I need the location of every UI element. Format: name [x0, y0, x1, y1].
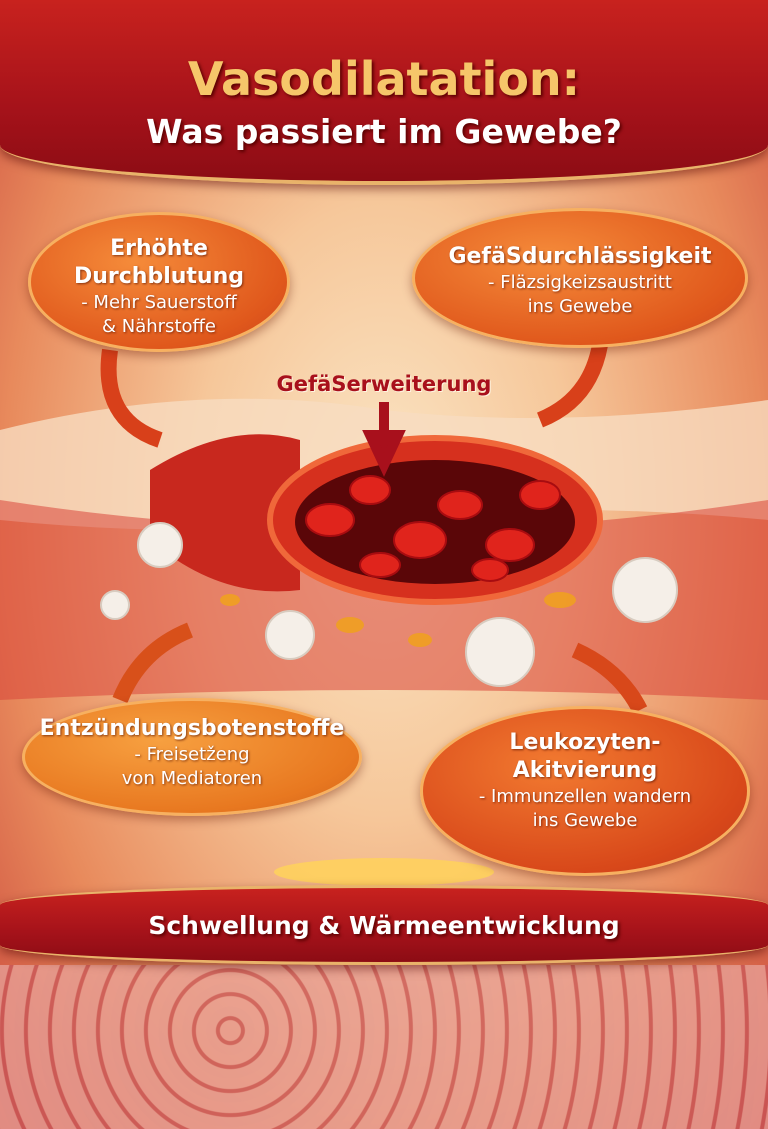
- bubble-mediators: Entzündungsbotenstoffe - Freisetženg von…: [22, 698, 362, 816]
- red-blood-cells: [305, 475, 561, 582]
- vasodilation-label: GefäSerweiterung: [276, 372, 492, 396]
- bubble-line: ins Gewebe: [532, 810, 638, 831]
- fluid-droplets: [220, 592, 576, 647]
- down-arrow-icon: [362, 402, 406, 477]
- bubble-blood-flow: Erhöhte Durchblutung - Mehr Sauerstoff &…: [28, 212, 290, 352]
- bubble-line: - Fläzsigkeizsaustritt: [488, 272, 672, 293]
- bubble-title: Entzündungsbotenstoffe: [39, 716, 345, 741]
- bubble-line: - Mehr Sauerstoff: [81, 292, 237, 313]
- bubble-line: von Mediatoren: [121, 768, 263, 789]
- bubble-line: - Freisetženg: [134, 744, 250, 765]
- vessel-wall: [150, 434, 300, 592]
- bubble-permeability: GefäSdurchlässigkeit - Fläzsigkeizsaustr…: [412, 208, 748, 348]
- bubble-line: & Nährstoffe: [102, 316, 216, 337]
- header-banner: Vasodilatation: Was passiert im Gewebe?: [0, 0, 768, 185]
- white-blood-cells: [100, 522, 678, 687]
- bubble-title: Erhöhte Durchblutung: [73, 236, 245, 289]
- bubble-title: GefäSdurchlässigkeit: [448, 244, 712, 269]
- arrow-icon: [112, 622, 194, 704]
- bubble-line: ins Gewebe: [527, 296, 633, 317]
- bubble-title: Akitvierung: [512, 758, 658, 783]
- bubble-leukocytes: Leukozyten- Akitvierung - Immunzellen wa…: [420, 706, 750, 876]
- arrow-icon: [571, 642, 648, 714]
- tissue-texture: [0, 965, 768, 1129]
- bubble-line: - Immunzellen wandern: [478, 786, 692, 807]
- footer-banner: Schwellung & Wärmeentwicklung: [0, 885, 768, 965]
- page-subtitle: Was passiert im Gewebe?: [146, 112, 622, 151]
- bubble-title: Leukozyten-: [509, 730, 661, 755]
- page-title: Vasodilatation:: [187, 52, 581, 106]
- arrow-icon: [536, 343, 608, 428]
- footer-text: Schwellung & Wärmeentwicklung: [148, 911, 620, 940]
- heat-glow-icon: [274, 858, 494, 886]
- arrow-icon: [100, 348, 163, 448]
